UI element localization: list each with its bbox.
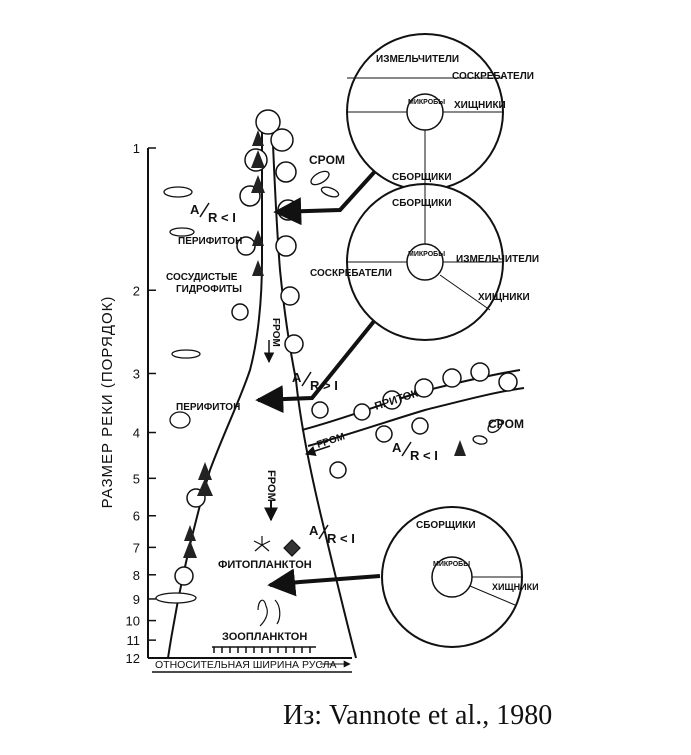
fpom-label-lower: FPOM xyxy=(265,470,277,502)
fpom-label-tributary: FPOM xyxy=(316,431,347,450)
svg-text:ХИЩНИКИ: ХИЩНИКИ xyxy=(454,100,506,111)
connector-arrow-top xyxy=(273,166,380,226)
connector-arrow-low xyxy=(267,568,381,597)
periphyton-label-top: ПЕРИФИТОН xyxy=(178,236,242,247)
cpom-label-top: CPOM xyxy=(309,153,345,167)
svg-text:СБОРЩИКИ: СБОРЩИКИ xyxy=(392,198,452,209)
tributary-label: ПРИТОК xyxy=(373,387,420,412)
svg-text:R < I: R < I xyxy=(208,210,236,225)
svg-text:СБОРЩИКИ: СБОРЩИКИ xyxy=(392,172,452,183)
fish-icon xyxy=(169,227,195,237)
svg-text:R < I: R < I xyxy=(410,448,438,463)
svg-text:СОСКРЕБАТЕЛИ: СОСКРЕБАТЕЛИ xyxy=(310,268,392,279)
cpom-label-tributary: CPOM xyxy=(488,417,524,431)
svg-text:A: A xyxy=(190,202,200,217)
connector-arrow-mid xyxy=(255,318,377,414)
community-circle-1: ИЗМЕЛЬЧИТЕЛИ СОСКРЕБАТЕЛИ ХИЩНИКИ МИКРОБ… xyxy=(346,33,534,191)
zooplankton-bar xyxy=(212,646,316,653)
svg-text:МИКРОБЫ: МИКРОБЫ xyxy=(433,561,470,568)
fish-icon xyxy=(163,186,193,198)
hydrophytes-label-1: СОСУДИСТЫЕ xyxy=(166,272,238,283)
fish-icons xyxy=(155,186,201,604)
fish-icon xyxy=(155,592,197,604)
axis-tick-label: 4 xyxy=(133,426,140,441)
figure-caption: Из: Vannote et al., 1980 xyxy=(283,700,553,731)
axis-tick-label: 9 xyxy=(133,592,140,607)
axis-tick-label: 5 xyxy=(133,471,140,486)
fish-icon xyxy=(171,349,201,359)
axis-tick-label: 2 xyxy=(133,283,140,298)
community-circle-2: СБОРЩИКИ СОСКРЕБАТЕЛИ ИЗМЕЛЬЧИТЕЛИ ХИЩНИ… xyxy=(310,183,539,341)
svg-text:A: A xyxy=(392,440,402,455)
axis-tick-label: 11 xyxy=(127,633,141,648)
phytoplankton-label: ФИТОПЛАНКТОН xyxy=(218,559,312,571)
axis-ylabel: РАЗМЕР РЕКИ (ПОРЯДОК) xyxy=(99,296,116,509)
fish-icon xyxy=(169,411,191,429)
svg-text:A: A xyxy=(292,370,302,385)
community-circle-3: СБОРЩИКИ ХИЩНИКИ МИКРОБЫ xyxy=(381,506,539,648)
svg-text:ХИЩНИКИ: ХИЩНИКИ xyxy=(478,292,530,303)
svg-text:ИЗМЕЛЬЧИТЕЛИ: ИЗМЕЛЬЧИТЕЛИ xyxy=(456,254,539,265)
ar-ratio-tributary: A R < I xyxy=(392,440,438,463)
axis-tick-label: 8 xyxy=(133,568,140,583)
svg-text:ИЗМЕЛЬЧИТЕЛИ: ИЗМЕЛЬЧИТЕЛИ xyxy=(376,54,459,65)
svg-text:МИКРОБЫ: МИКРОБЫ xyxy=(408,251,445,258)
axis-tick-label: 3 xyxy=(133,366,140,381)
axis-tick-label: 6 xyxy=(133,509,140,524)
circle-connectors xyxy=(255,166,381,597)
ar-ratio-low: A R < I xyxy=(309,523,355,546)
axis-tick-label: 1 xyxy=(133,141,140,156)
svg-text:СОСКРЕБАТЕЛИ: СОСКРЕБАТЕЛИ xyxy=(452,71,534,82)
periphyton-label-mid: ПЕРИФИТОН xyxy=(176,402,240,413)
leaf-icons xyxy=(310,170,503,445)
axis-tick-label: 12 xyxy=(126,651,140,666)
svg-text:R < I: R < I xyxy=(327,531,355,546)
plankton-icons xyxy=(253,536,301,627)
axis-tick-label: 7 xyxy=(133,540,140,555)
svg-text:ХИЩНИКИ: ХИЩНИКИ xyxy=(492,582,539,592)
fpom-label-upper: FPOM xyxy=(270,318,281,347)
svg-text:СБОРЩИКИ: СБОРЩИКИ xyxy=(416,520,476,531)
zooplankton-label: ЗООПЛАНКТОН xyxy=(222,631,307,643)
conifer-trees xyxy=(183,130,466,558)
hydrophytes-label-2: ГИДРОФИТЫ xyxy=(176,284,242,295)
svg-text:A: A xyxy=(309,523,319,538)
axis-tick-label: 10 xyxy=(126,614,140,629)
x-axis-ruler: ОТНОСИТЕЛЬНАЯ ШИРИНА РУСЛА xyxy=(152,659,352,673)
ar-ratio-top: A R < I xyxy=(190,202,236,225)
svg-text:МИКРОБЫ: МИКРОБЫ xyxy=(408,99,445,106)
axis-xlabel: ОТНОСИТЕЛЬНАЯ ШИРИНА РУСЛА xyxy=(155,659,337,671)
